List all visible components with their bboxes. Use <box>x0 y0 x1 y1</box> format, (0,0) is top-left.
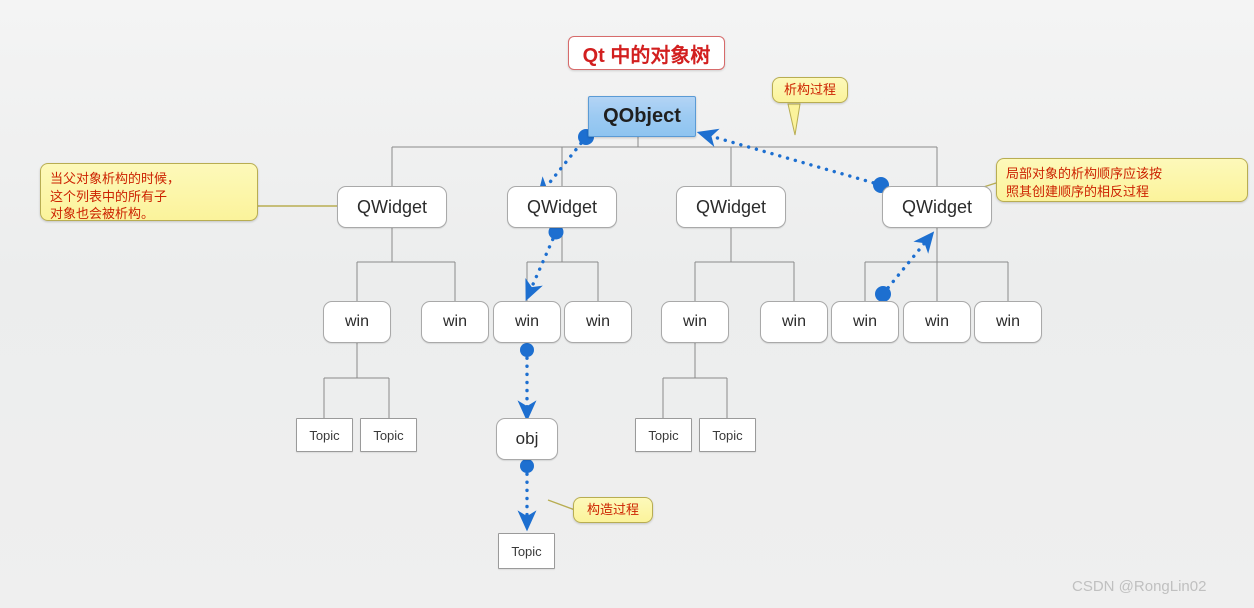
note-destruct-process: 析构过程 <box>772 77 848 103</box>
node-win-2[interactable]: win <box>421 301 489 343</box>
node-topic-5[interactable]: Topic <box>498 533 555 569</box>
node-win-1[interactable]: win <box>323 301 391 343</box>
node-topic-4[interactable]: Topic <box>699 418 756 452</box>
node-topic-2[interactable]: Topic <box>360 418 417 452</box>
node-win-5[interactable]: win <box>661 301 729 343</box>
node-topic-3[interactable]: Topic <box>635 418 692 452</box>
note-parent-destruct: 当父对象析构的时候， 这个列表中的所有子 对象也会被析构。 <box>40 163 258 221</box>
node-win-4[interactable]: win <box>564 301 632 343</box>
node-obj[interactable]: obj <box>496 418 558 460</box>
node-topic-1[interactable]: Topic <box>296 418 353 452</box>
node-qobject[interactable]: QObject <box>588 96 696 137</box>
node-qwidget-1[interactable]: QWidget <box>337 186 447 228</box>
node-qwidget-2[interactable]: QWidget <box>507 186 617 228</box>
node-qwidget-3[interactable]: QWidget <box>676 186 786 228</box>
node-win-9[interactable]: win <box>974 301 1042 343</box>
node-win-7[interactable]: win <box>831 301 899 343</box>
node-win-8[interactable]: win <box>903 301 971 343</box>
node-win-6[interactable]: win <box>760 301 828 343</box>
watermark: CSDN @RongLin02 <box>1072 578 1207 595</box>
page-title: Qt 中的对象树 <box>568 36 725 70</box>
note-construct-process: 构造过程 <box>573 497 653 523</box>
node-qwidget-4[interactable]: QWidget <box>882 186 992 228</box>
note-destruct-order: 局部对象的析构顺序应该按 照其创建顺序的相反过程 <box>996 158 1248 202</box>
node-win-3[interactable]: win <box>493 301 561 343</box>
